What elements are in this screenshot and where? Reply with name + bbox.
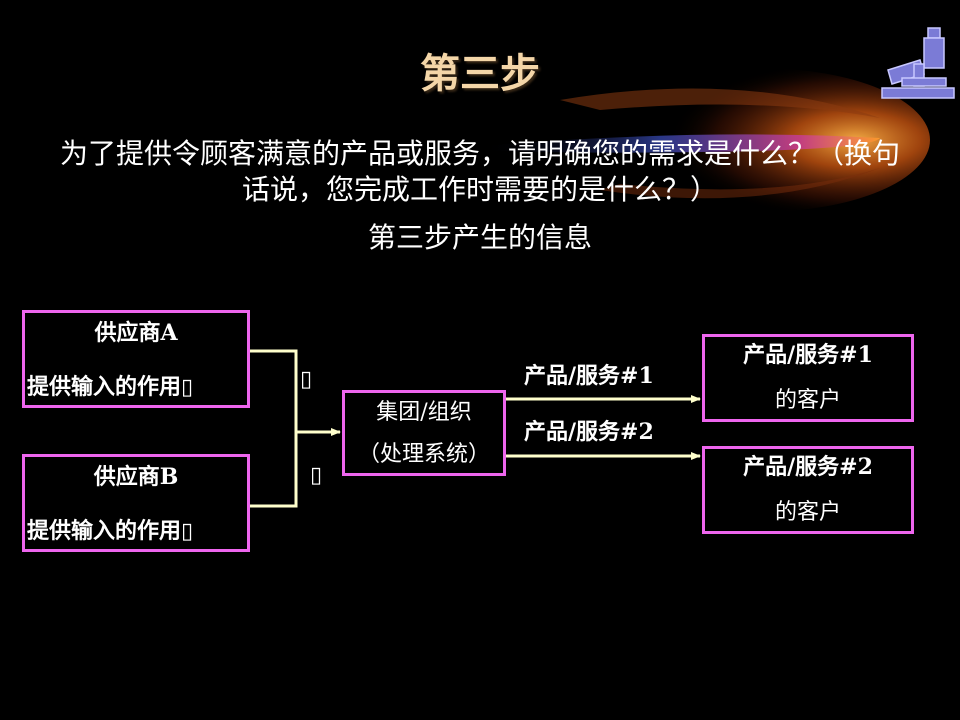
customer-2-product: 产品/服务#2 <box>743 454 873 480</box>
supplier-a-name: 供应商A <box>94 320 178 346</box>
arrow-label-product-1: 产品/服务#1 <box>524 363 654 389</box>
supplier-a-role: 提供输入的作用▯ <box>27 374 194 400</box>
customer-1-label: 的客户 <box>774 388 841 413</box>
slide-question: 为了提供令顾客满意的产品或服务，请明确您的需求是什么？（换句话说，您完成工作时需… <box>60 137 901 206</box>
slide-subtitle: 第三步产生的信息 <box>367 221 592 254</box>
microscope-icon <box>881 27 955 99</box>
supplier-b-name: 供应商B <box>93 464 179 490</box>
organization-label: 集团/组织 <box>376 400 472 425</box>
missing-glyph: ▯ <box>181 374 194 400</box>
customer-1-product: 产品/服务#1 <box>743 342 873 368</box>
supplier-bracket <box>250 349 298 508</box>
marker-glyph-1: ▯ <box>300 366 313 392</box>
customer-2-box: 产品/服务#2 的客户 <box>702 446 914 534</box>
supplier-b-box: 供应商B 提供输入的作用▯ <box>22 454 250 552</box>
customer-2-label: 的客户 <box>774 500 841 525</box>
arrow-label-product-2: 产品/服务#2 <box>524 419 654 445</box>
slide-title: 第三步 <box>420 51 540 97</box>
marker-glyph-2: ▯ <box>310 462 323 488</box>
organization-box: 集团/组织 （处理系统） <box>342 390 506 476</box>
supplier-a-box: 供应商A 提供输入的作用▯ <box>22 310 250 408</box>
organization-sublabel: （处理系统） <box>357 442 490 467</box>
supplier-b-role: 提供输入的作用▯ <box>27 518 194 544</box>
customer-1-box: 产品/服务#1 的客户 <box>702 334 914 422</box>
missing-glyph: ▯ <box>181 518 194 544</box>
